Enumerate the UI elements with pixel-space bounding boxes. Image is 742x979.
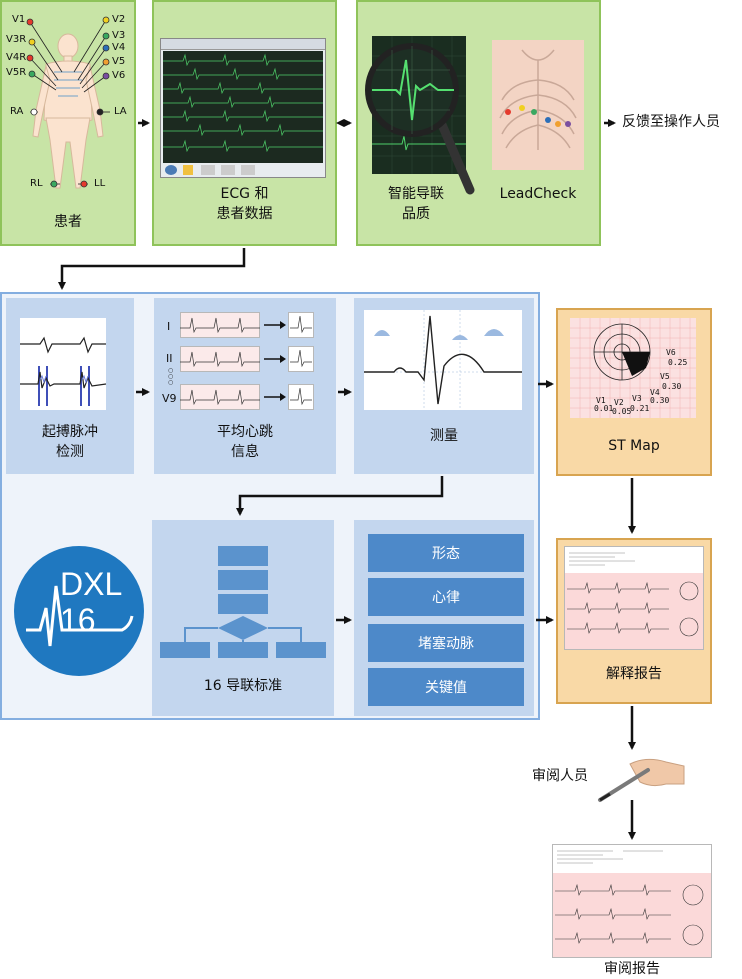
smart-quality-label-2: 品质 <box>402 206 430 222</box>
avg-arrows <box>264 321 286 401</box>
leadcheck-label: LeadCheck <box>499 186 577 202</box>
lead-v4r-label: V4R <box>6 52 27 63</box>
feedback-label: 反馈至操作人员 <box>622 114 720 130</box>
dxl-text-2: 16 <box>60 602 96 638</box>
dxl-heartbeat-line <box>26 585 134 647</box>
lead-ra-label: RA <box>10 106 24 117</box>
avg-beat-3 <box>288 384 314 410</box>
category-rhythm[interactable]: 心律 <box>368 578 524 616</box>
avg-beat-2 <box>288 346 314 372</box>
ecg-data-label-1: ECG 和 <box>220 186 269 202</box>
category-culprit-artery[interactable]: 堵塞动脉 <box>368 624 524 662</box>
avg-beat-traces <box>290 315 312 406</box>
st-v6: V6 <box>666 348 676 357</box>
lead-v6-label: V6 <box>112 70 126 81</box>
smart-quality-label-1: 智能导联 <box>388 186 444 202</box>
st-v1: V1 <box>596 396 606 405</box>
avg-beat-label-2: 信息 <box>231 444 259 460</box>
lead-v5r-label: V5R <box>6 67 27 78</box>
reviewed-label: 审阅报告 <box>604 961 660 977</box>
avg-strip-traces <box>180 317 260 406</box>
measurement-label: 测量 <box>430 428 458 444</box>
lead-v1-label: V1 <box>12 14 26 25</box>
reviewed-report <box>552 844 712 958</box>
lead-v3-label: V3 <box>112 30 126 41</box>
interpretation-label: 解释报告 <box>606 666 662 682</box>
pacemaker-ecg-image <box>20 318 107 410</box>
avg-beat-1 <box>288 312 314 338</box>
ecg-data-label-2: 患者数据 <box>216 206 273 222</box>
patient-label: 患者 <box>54 214 82 230</box>
avg-beat-label-1: 平均心跳 <box>217 424 273 440</box>
st-v1-val: 0.01 <box>594 404 614 413</box>
magnifier-icon <box>365 43 475 195</box>
dxl16-logo <box>14 546 144 676</box>
st-v2-val: 0.05 <box>612 407 632 416</box>
lead-v5-label: V5 <box>112 56 126 67</box>
lead-rl-label: RL <box>30 178 43 189</box>
lead-v2-label: V2 <box>112 14 126 25</box>
avg-strip-3 <box>180 384 260 410</box>
lead-v4-label: V4 <box>112 42 126 53</box>
ecg-screen-traces <box>163 53 323 153</box>
reviewer-hand-pen-icon <box>598 758 685 802</box>
lead-v3r-label: V3R <box>6 34 27 45</box>
st-map-grid: V6 0.25 V5 0.30 V4 0.30 V3 0.21 V2 0.05 … <box>570 318 696 418</box>
st-map-label: ST Map <box>608 438 660 454</box>
criteria-flowchart <box>160 546 326 658</box>
pacemaker-label-2: 检测 <box>56 444 84 460</box>
st-v5-val: 0.30 <box>662 382 682 391</box>
avg-lead-i: I <box>167 320 171 333</box>
patient-figure <box>26 16 110 189</box>
avg-lead-ii: II <box>166 352 173 365</box>
st-v2: V2 <box>614 398 624 407</box>
ecg-monitor-screen <box>160 38 326 178</box>
avg-strip-2 <box>180 346 260 372</box>
category-morphology[interactable]: 形态 <box>368 534 524 572</box>
leadcheck-chest-image <box>492 40 584 170</box>
measurement-chart <box>364 310 522 410</box>
st-v3-val: 0.21 <box>630 404 650 413</box>
st-v6-val: 0.25 <box>668 358 688 367</box>
lead-ll-label: LL <box>94 178 106 189</box>
lead-la-label: LA <box>114 106 127 117</box>
criteria-label: 16 导联标准 <box>203 678 283 694</box>
pacemaker-label-1: 起搏脉冲 <box>42 424 98 440</box>
st-v4: V4 <box>650 388 660 397</box>
interpretation-report <box>564 546 704 650</box>
st-v3: V3 <box>632 394 642 403</box>
reviewer-label: 审阅人员 <box>532 768 588 784</box>
dxl-text-1: DXL <box>60 566 123 602</box>
avg-lead-v9: V9 <box>162 392 177 405</box>
st-v5: V5 <box>660 372 670 381</box>
category-critical-values[interactable]: 关键值 <box>368 668 524 706</box>
st-v4-val: 0.30 <box>650 396 670 405</box>
avg-lead-dots: ○○○ <box>168 367 174 386</box>
